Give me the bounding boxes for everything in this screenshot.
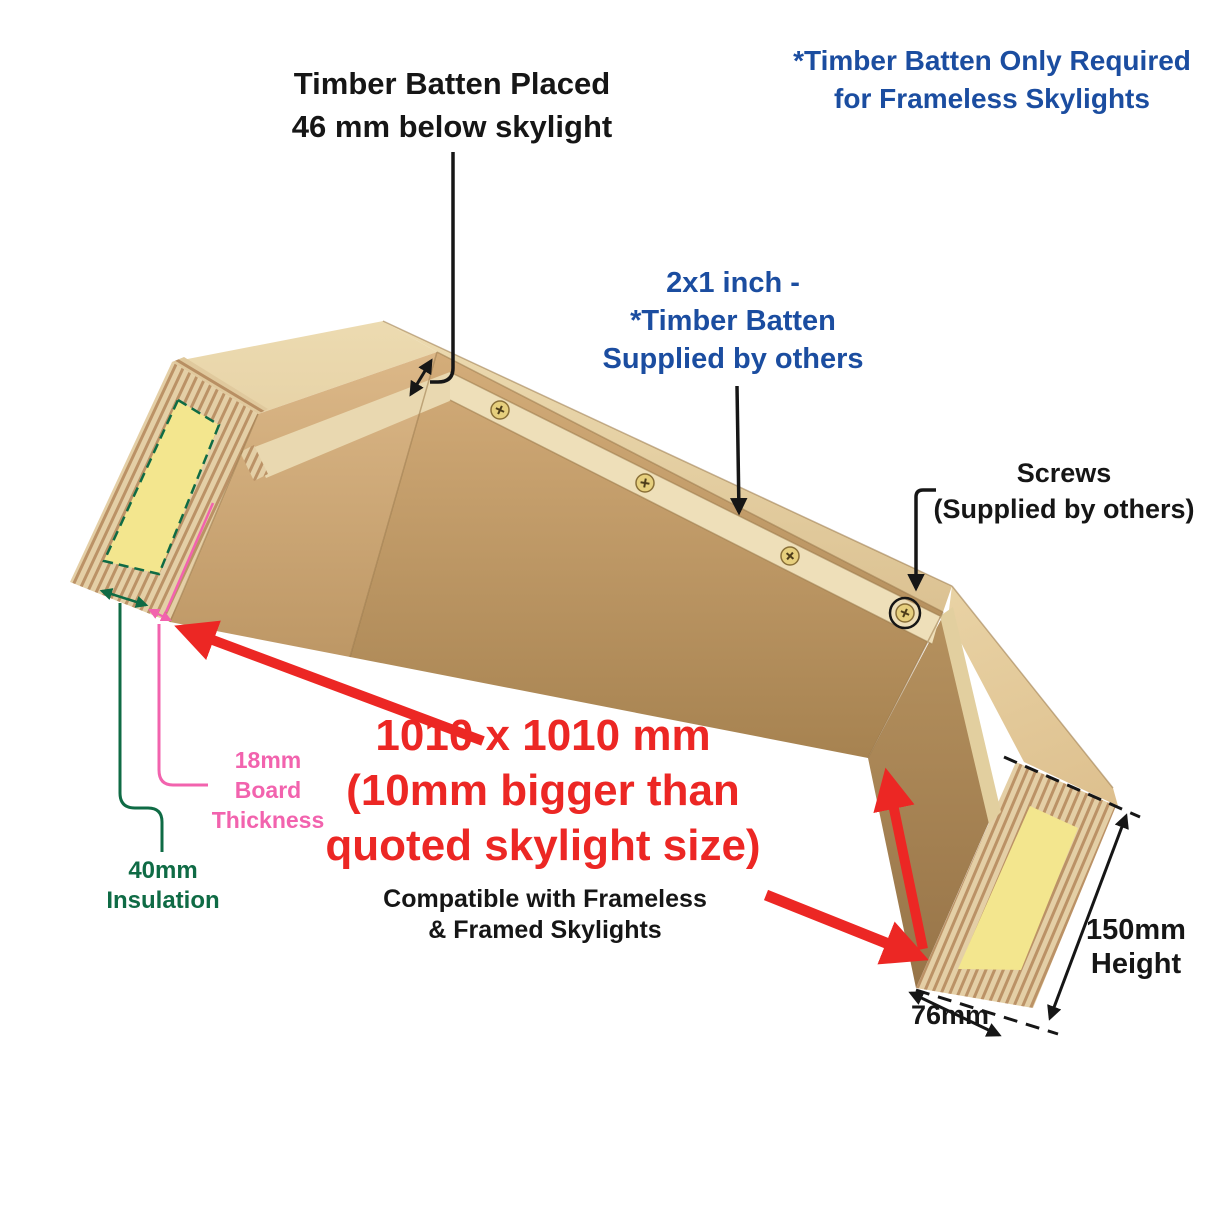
batten-placement-line2: 46 mm below skylight <box>291 109 613 144</box>
insulation-dashed-outline <box>102 398 221 576</box>
insulation-leader-line <box>118 603 164 852</box>
upstand-structure <box>70 320 1118 1008</box>
batten-spec-label: 2x1 inch - *Timber Batten Supplied by ot… <box>602 264 863 378</box>
top-face-ply-edge <box>172 357 268 414</box>
batten-spec-line3: Supplied by others <box>602 343 864 375</box>
compatibility-label: Compatible with Frameless & Framed Skyli… <box>383 884 707 946</box>
board-thickness-line2: Board <box>234 777 302 803</box>
main-wall-top-face <box>383 321 952 612</box>
timber-batten-right-edge <box>940 607 1001 824</box>
board-thickness-line3: Thickness <box>211 807 325 833</box>
height-dimension-arrow <box>1047 813 1129 1021</box>
screw-icon <box>490 400 510 420</box>
height-line1: 150mm <box>1086 914 1186 946</box>
board-edge-pink-line <box>164 502 215 613</box>
screws-line2: (Supplied by others) <box>933 494 1195 524</box>
timber-batten-left <box>252 372 452 478</box>
compatibility-line1: Compatible with Frameless <box>383 885 707 913</box>
batten-spec-line1: 2x1 inch - <box>666 267 800 299</box>
frameless-note-label: *Timber Batten Only Required for Framele… <box>793 42 1191 118</box>
left-insulation-panel <box>104 400 219 574</box>
batten-placement-line1: Timber Batten Placed <box>293 66 611 101</box>
screws-label: Screws (Supplied by others) <box>933 455 1194 527</box>
board-thickness-label: 18mm Board Thickness <box>212 745 325 835</box>
screws-callout-line <box>907 488 936 592</box>
batten-spec-arrow <box>730 385 748 516</box>
insulation-measure-arrow <box>99 588 149 608</box>
wood-edges <box>169 320 1114 789</box>
gap-46mm-arrow <box>409 358 433 397</box>
size-label: 1010 x 1010 mm (10mm bigger than quoted … <box>325 708 760 873</box>
screw-icon <box>780 546 800 566</box>
screws-line1: Screws <box>1016 458 1112 488</box>
insulation-label: 40mm Insulation <box>106 856 219 916</box>
frameless-note-line2: for Frameless Skylights <box>834 83 1150 114</box>
size-arrow-left <box>174 620 485 746</box>
insulation-line2: Insulation <box>106 887 220 914</box>
timber-batten-end-grain <box>240 445 268 481</box>
compatibility-line2: & Framed Skylights <box>428 916 662 944</box>
annotation-lines <box>99 152 1141 1037</box>
height-line2: Height <box>1090 948 1182 980</box>
batten-spec-line2: *Timber Batten <box>630 305 836 337</box>
size-line3: quoted skylight size) <box>325 821 761 870</box>
size-arrow-right <box>763 889 929 965</box>
width-value: 76mm <box>910 1000 990 1030</box>
board-leader-line <box>157 624 208 787</box>
main-wall-inner-face <box>350 352 943 758</box>
board-measure-arrow <box>148 609 172 621</box>
frameless-note-line1: *Timber Batten Only Required <box>793 45 1191 76</box>
screws-group <box>490 400 922 630</box>
height-extension-dashed <box>1003 755 1141 819</box>
right-wall-inner-face <box>868 614 989 988</box>
right-wall-outer-face <box>948 586 1118 806</box>
screw-icon <box>635 473 655 493</box>
width-label: 76mm <box>911 1000 989 1030</box>
timber-batten-main <box>450 372 940 644</box>
batten-placement-label: Timber Batten Placed 46 mm below skyligh… <box>292 62 612 148</box>
insulation-line1: 40mm <box>128 857 198 884</box>
screw-highlight-circle <box>888 596 922 630</box>
height-label: 150mm Height <box>1086 913 1186 981</box>
inner-corner-red-arrow <box>873 767 928 951</box>
size-line1: 1010 x 1010 mm <box>375 711 711 760</box>
screw-icon-circled <box>888 596 922 630</box>
batten-placement-callout-line <box>430 152 455 384</box>
board-thickness-line1: 18mm <box>234 747 302 773</box>
width-dimension-arrow <box>908 991 1002 1037</box>
size-line2: (10mm bigger than <box>346 766 740 815</box>
